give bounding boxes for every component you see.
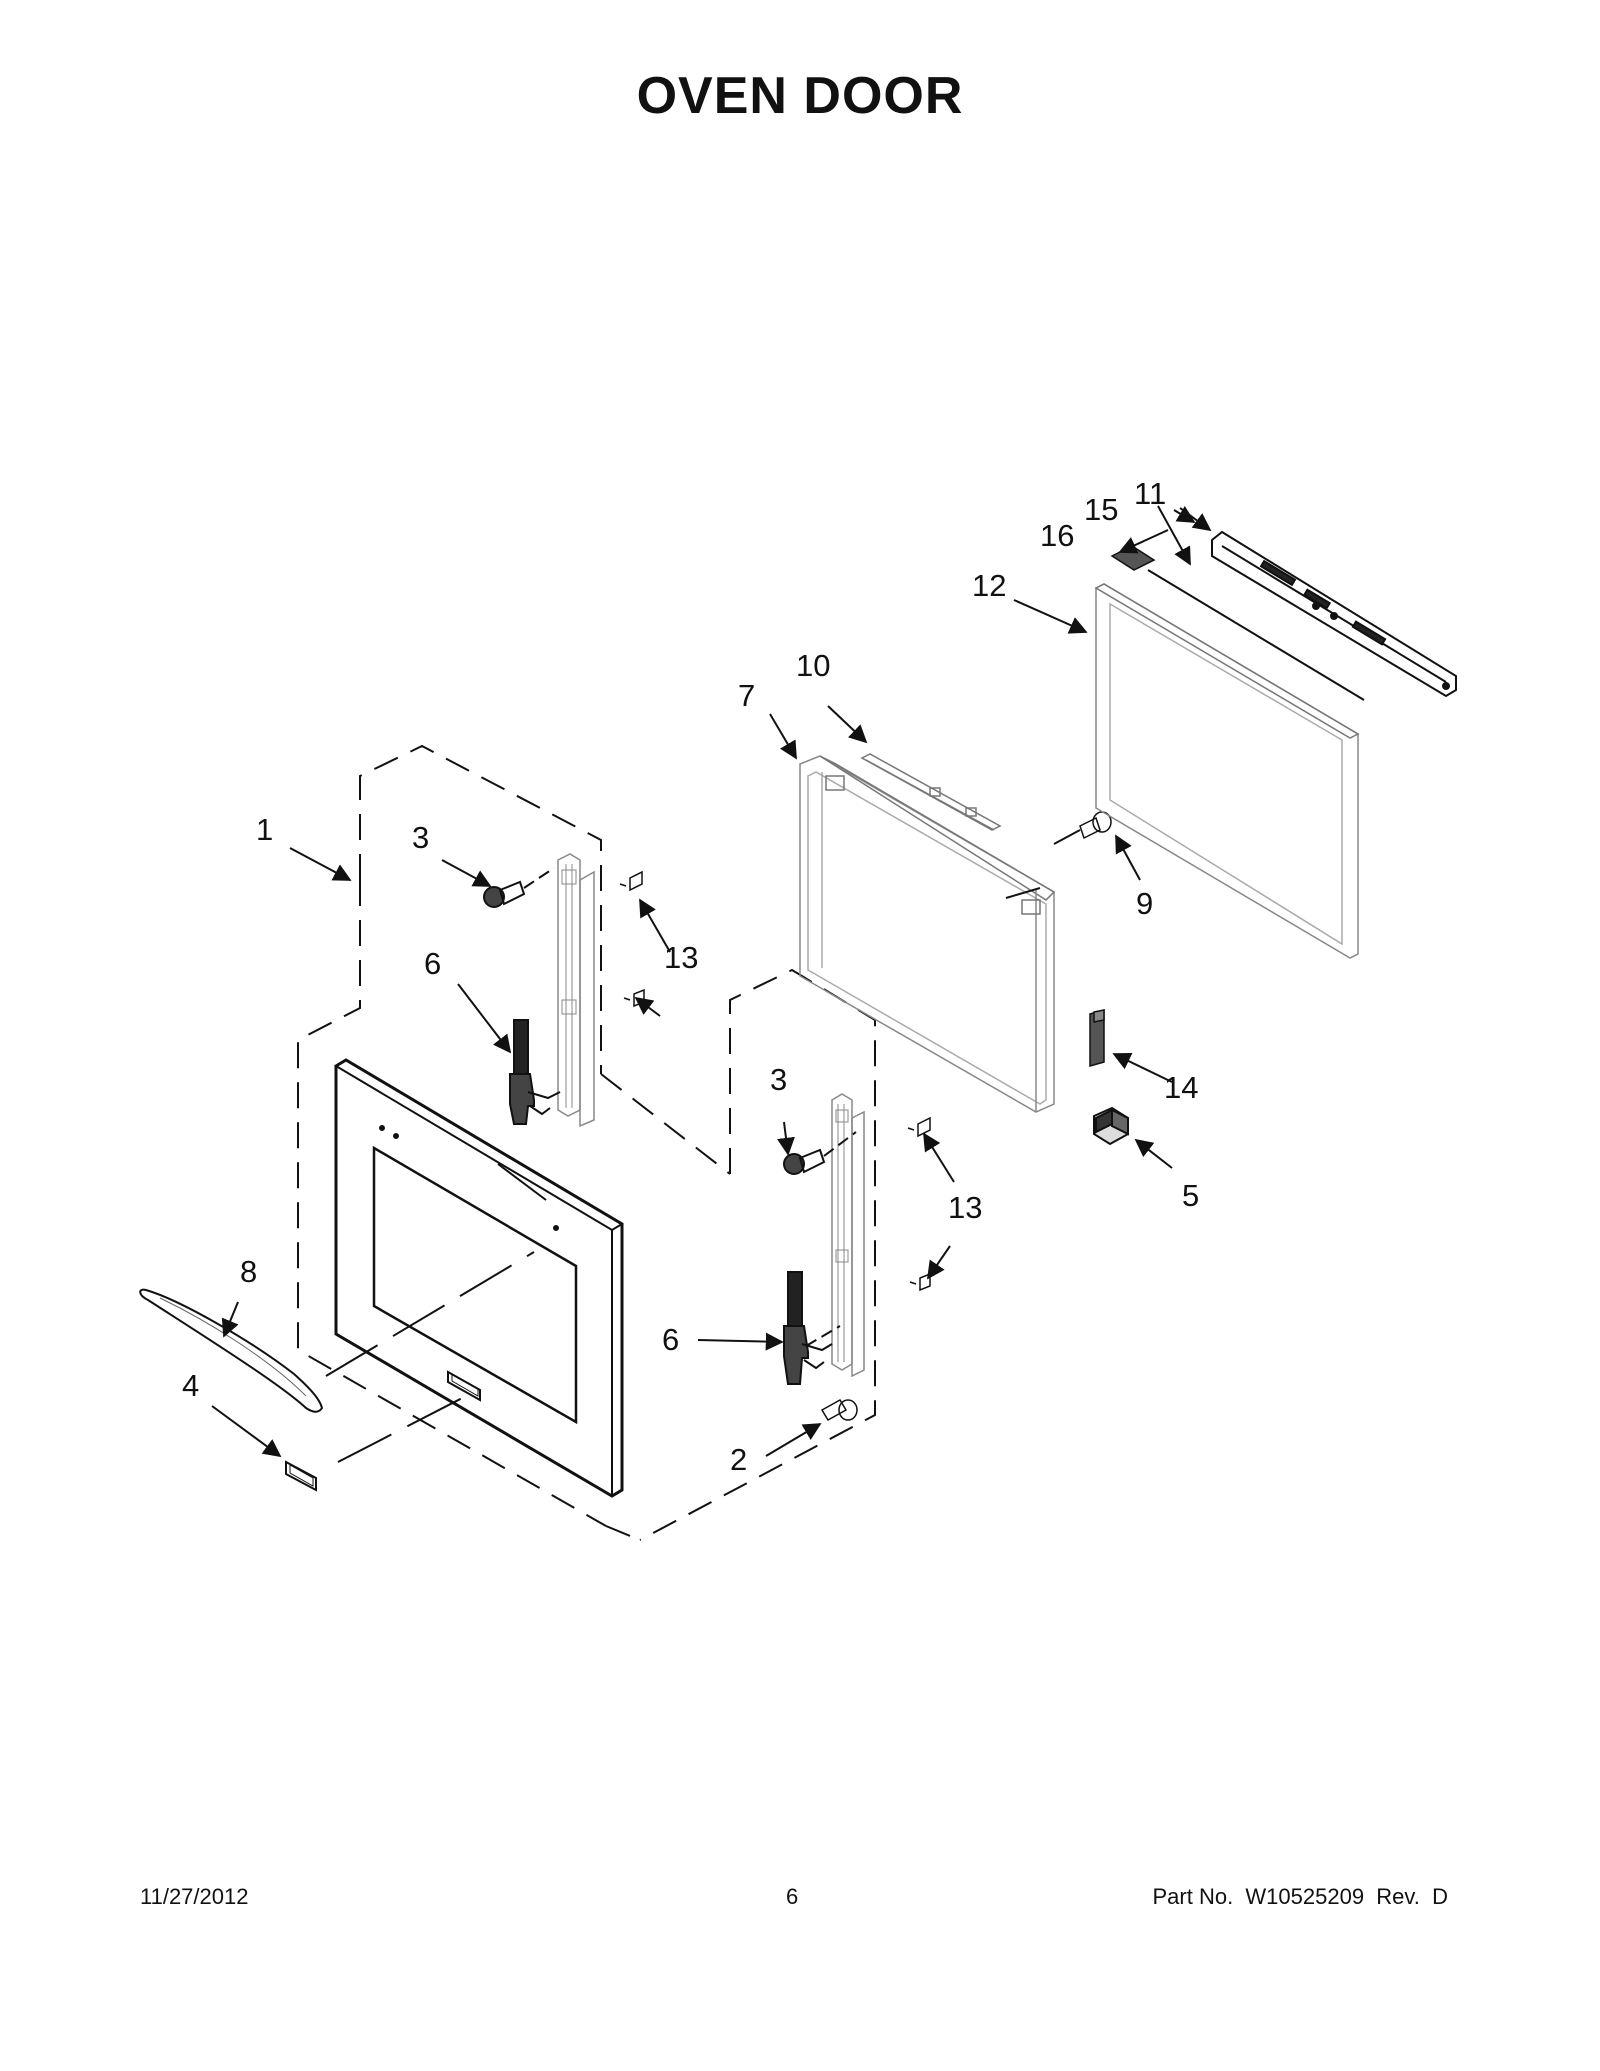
outer-door-panel	[334, 1058, 624, 1498]
right-hinge-screw-2	[820, 1398, 858, 1422]
callout-16: 16	[1040, 518, 1074, 553]
top-vent-trim	[1211, 530, 1457, 698]
callout-arrows	[211, 505, 1196, 1458]
callout-labels: 1 3 6 13 8 4 3 6 2 13 7 10 9 12 16 15 11…	[182, 476, 1199, 1477]
assembly-lines	[325, 1163, 547, 1463]
footer-page-number: 6	[786, 1884, 799, 1909]
callout-4: 4	[182, 1368, 199, 1403]
gasket-strip	[1147, 569, 1365, 701]
door-handle	[139, 1288, 324, 1413]
callout-6-left: 6	[424, 946, 441, 981]
callout-1: 1	[256, 812, 273, 847]
inner-door-frame	[799, 755, 1056, 1113]
callout-10: 10	[796, 648, 830, 683]
callout-5: 5	[1182, 1178, 1199, 1213]
top-channel-strip	[860, 753, 1002, 831]
right-hinge-screw-3	[783, 1131, 857, 1175]
foam-block	[1089, 1009, 1105, 1067]
right-hinge-assembly	[831, 1093, 865, 1378]
callout-9: 9	[1136, 886, 1153, 921]
callout-15: 15	[1084, 492, 1118, 527]
page-title: OVEN DOOR	[636, 67, 964, 125]
left-hinge-assembly	[557, 853, 595, 1128]
callout-11: 11	[1134, 476, 1166, 511]
footer-part-number: Part No. W10525209 Rev. D	[1152, 1884, 1448, 1909]
left-hinge-arm	[509, 1019, 561, 1125]
left-hinge-clips	[619, 870, 645, 1008]
badge-part	[285, 1460, 317, 1492]
callout-7: 7	[738, 678, 755, 713]
callout-6-right: 6	[662, 1322, 679, 1357]
callout-3-left: 3	[412, 820, 429, 855]
right-hinge-arm	[783, 1271, 841, 1385]
inner-glass-panel	[1094, 583, 1360, 959]
callout-8: 8	[240, 1254, 257, 1289]
callout-12: 12	[972, 568, 1006, 603]
left-hinge-screw	[483, 867, 555, 908]
callout-13-left: 13	[664, 940, 698, 975]
callout-3-right: 3	[770, 1062, 787, 1097]
right-hinge-clips	[907, 1116, 931, 1292]
callout-13-right: 13	[948, 1190, 982, 1225]
callout-14: 14	[1164, 1070, 1198, 1105]
frame-screw	[1053, 811, 1112, 845]
footer-date: 11/27/2012	[140, 1884, 249, 1909]
door-switch	[1093, 1106, 1129, 1146]
callout-2: 2	[730, 1442, 747, 1477]
callout-arrows-extra	[1179, 507, 1212, 532]
dashed-assembly-outline-left	[297, 744, 731, 1527]
insulation-pad	[1110, 545, 1156, 571]
